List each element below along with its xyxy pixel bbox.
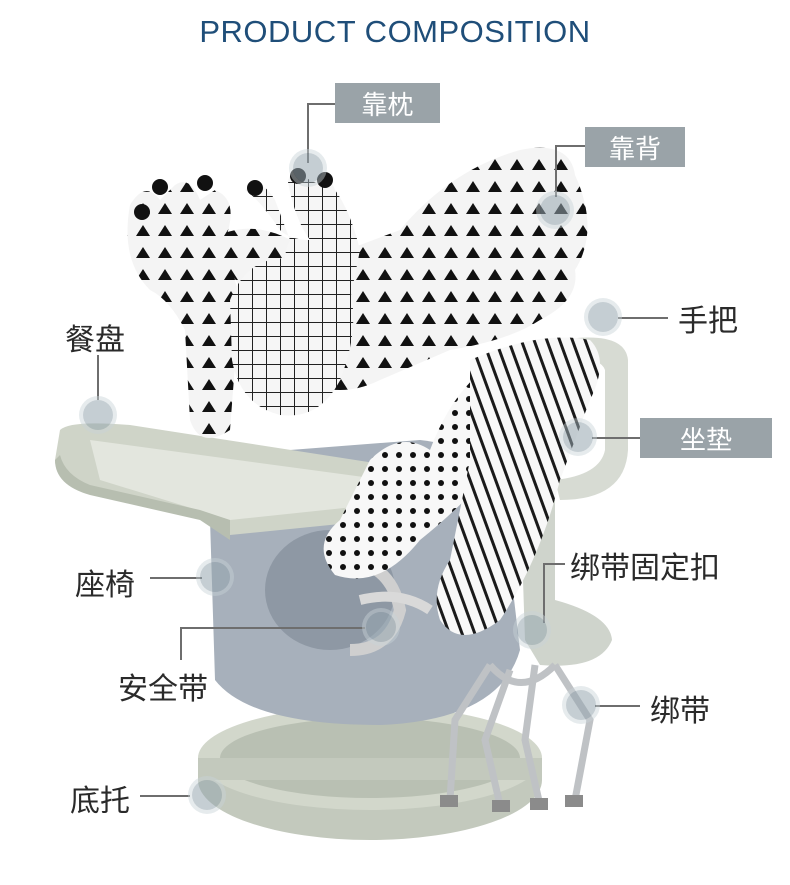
dot-cushion (563, 422, 593, 452)
label-seat: 座椅 (75, 568, 135, 603)
leader-strap (595, 705, 640, 707)
label-backrest: 靠背 (585, 127, 685, 167)
dot-strap (566, 690, 596, 720)
dot-tray (83, 400, 113, 430)
label-cushion: 坐垫 (640, 418, 772, 458)
leader-base (140, 795, 190, 797)
leader-cushion (592, 437, 640, 439)
dot-seat (200, 562, 230, 592)
dot-base (192, 780, 222, 810)
dot-headrest (293, 153, 323, 183)
label-buckle: 绑带固定扣 (570, 551, 720, 586)
leader-belt-v (180, 627, 182, 660)
leader-tray-v (97, 355, 99, 400)
leader-headrest-v (307, 103, 309, 163)
label-tray: 餐盘 (65, 323, 125, 358)
dot-backrest (540, 195, 570, 225)
leader-buckle-v (543, 563, 545, 623)
leader-buckle-h (543, 563, 565, 565)
label-headrest: 靠枕 (335, 83, 440, 123)
leader-seat (150, 577, 202, 579)
leader-handle (618, 317, 668, 319)
dot-belt (366, 612, 396, 642)
label-handle: 手把 (678, 304, 738, 339)
dot-buckle (517, 615, 547, 645)
dot-handle (588, 302, 618, 332)
leader-backrest-v (555, 145, 557, 197)
label-base: 底托 (70, 784, 130, 819)
leader-backrest-h (555, 145, 585, 147)
leader-belt-h (180, 627, 365, 629)
label-strap: 绑带 (650, 694, 710, 729)
label-safety-belt: 安全带 (118, 672, 208, 707)
leader-headrest-h (307, 103, 335, 105)
page-title: PRODUCT COMPOSITION (199, 14, 591, 49)
